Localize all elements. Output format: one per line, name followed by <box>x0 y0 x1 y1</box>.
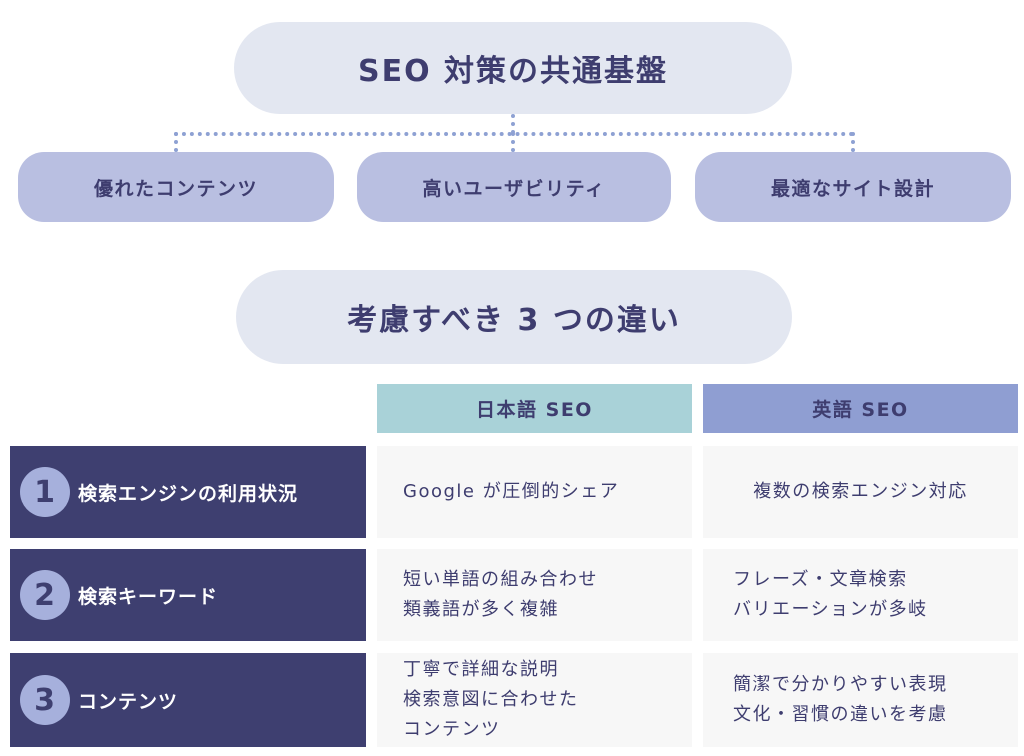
cell-line: 複数の検索エンジン対応 <box>753 481 968 502</box>
cell-english-content: 簡潔で分かりやすい表現 文化・習慣の違いを考慮 <box>703 653 1018 747</box>
connector-trunk <box>511 114 515 134</box>
number-badge: 1 <box>20 467 70 517</box>
row-header-search-engine-usage: 1 検索エンジンの利用状況 <box>10 446 366 538</box>
cell-line: 文化・習慣の違いを考慮 <box>733 704 948 725</box>
number-badge: 3 <box>20 675 70 725</box>
cell-english-search-keywords: フレーズ・文章検索 バリエーションが多岐 <box>703 549 1018 641</box>
row-header-content: 3 コンテンツ <box>10 653 366 747</box>
pillar-content: 優れたコンテンツ <box>18 152 334 222</box>
connector-right <box>851 132 855 152</box>
cell-line: 短い単語の組み合わせ <box>403 569 598 590</box>
column-header-english-seo: 英語 SEO <box>703 384 1018 433</box>
differences-title: 考慮すべき 3 つの違い <box>236 270 792 364</box>
row-label: 検索キーワード <box>78 585 219 608</box>
cell-japanese-content: 丁寧で詳細な説明 検索意図に合わせた コンテンツ <box>377 653 692 747</box>
connector-middle <box>511 132 515 152</box>
cell-line: Google が圧倒的シェア <box>403 481 620 502</box>
cell-line: 検索意図に合わせた <box>403 689 579 710</box>
cell-line: 簡潔で分かりやすい表現 <box>733 674 948 695</box>
row-header-search-keywords: 2 検索キーワード <box>10 549 366 641</box>
pillar-usability: 高いユーザビリティ <box>357 152 671 222</box>
row-label: 検索エンジンの利用状況 <box>78 482 299 505</box>
top-title: SEO 対策の共通基盤 <box>234 22 792 114</box>
column-header-japanese-seo: 日本語 SEO <box>377 384 692 433</box>
cell-english-search-engine-usage: 複数の検索エンジン対応 <box>703 446 1018 538</box>
cell-line: フレーズ・文章検索 <box>733 569 908 590</box>
cell-line: バリエーションが多岐 <box>733 599 928 620</box>
number-badge: 2 <box>20 570 70 620</box>
cell-line: 類義語が多く複雑 <box>403 599 559 620</box>
cell-japanese-search-keywords: 短い単語の組み合わせ 類義語が多く複雑 <box>377 549 692 641</box>
cell-line: 丁寧で詳細な説明 <box>403 659 559 680</box>
row-label: コンテンツ <box>78 690 179 713</box>
cell-japanese-search-engine-usage: Google が圧倒的シェア <box>377 446 692 538</box>
connector-left <box>174 132 178 152</box>
pillar-site-design: 最適なサイト設計 <box>695 152 1011 222</box>
cell-line: コンテンツ <box>403 719 501 740</box>
